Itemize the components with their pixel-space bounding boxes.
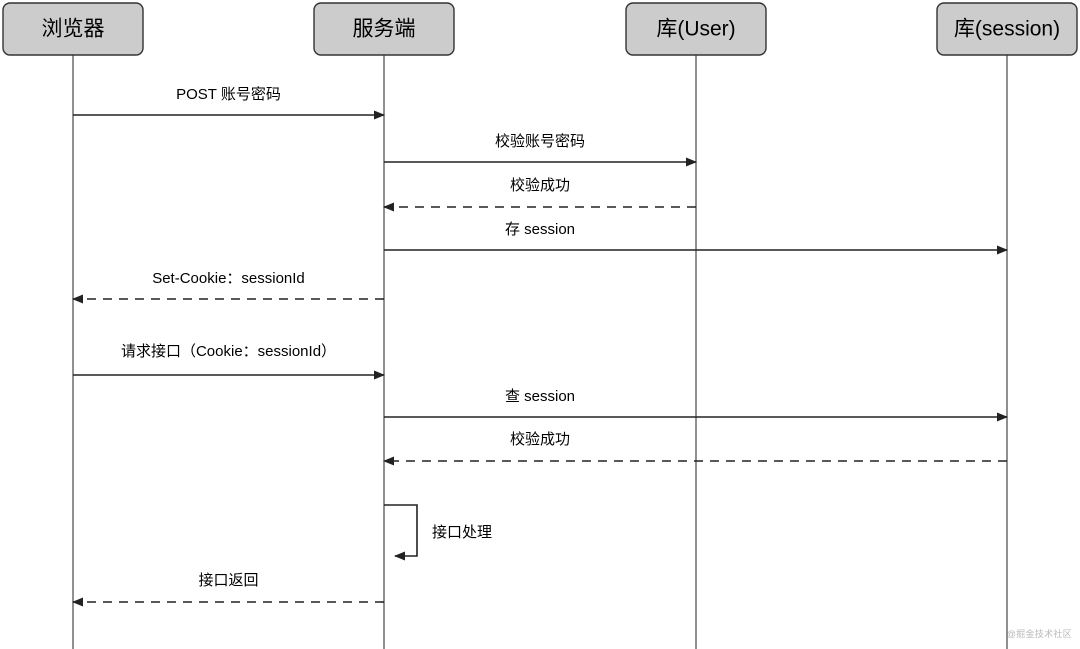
message-label-8: 校验成功: [510, 431, 570, 448]
message-4[interactable]: 存 session: [384, 221, 1008, 255]
participant-box-db_user: [625, 2, 767, 56]
message-3[interactable]: 校验成功: [383, 177, 696, 212]
self-messages-group: 接口处理: [384, 504, 492, 561]
message-2[interactable]: 校验账号密码: [384, 133, 697, 167]
participant-label-browser: 浏览器: [42, 18, 105, 41]
message-label-2: 校验账号密码: [495, 133, 585, 150]
message-8[interactable]: 校验成功: [383, 431, 1007, 466]
message-9[interactable]: 接口返回: [72, 572, 384, 607]
lifelines-group: [72, 55, 1008, 649]
participant-server[interactable]: 服务端: [313, 2, 455, 56]
message-5[interactable]: Set-Cookie：sessionId: [72, 270, 384, 304]
message-label-1: POST 账号密码: [176, 86, 281, 103]
message-6[interactable]: 请求接口（Cookie：sessionId）: [73, 343, 385, 380]
participant-label-db_user: 库(User): [656, 18, 735, 41]
message-label-6: 请求接口（Cookie：sessionId）: [121, 343, 336, 360]
participant-box-db_session: [936, 2, 1078, 56]
message-label-3: 校验成功: [510, 177, 570, 194]
message-label-7: 查 session: [505, 388, 575, 405]
participant-db_session[interactable]: 库(session): [936, 2, 1078, 56]
participant-db_user[interactable]: 库(User): [625, 2, 767, 56]
message-label-5: Set-Cookie：sessionId: [152, 270, 305, 287]
participant-box-browser: [2, 2, 144, 56]
self-message-loop-10: [384, 504, 418, 561]
participants-group: 浏览器 服务端 库(User) 库(session): [2, 2, 1078, 56]
message-label-9: 接口返回: [198, 572, 258, 589]
message-label-4: 存 session: [505, 221, 575, 238]
participant-label-server: 服务端: [353, 18, 416, 41]
participant-browser[interactable]: 浏览器: [2, 2, 144, 56]
message-1[interactable]: POST 账号密码: [73, 86, 385, 120]
self-message-10[interactable]: 接口处理: [384, 504, 492, 561]
participant-label-db_session: 库(session): [954, 18, 1060, 41]
self-message-label-10: 接口处理: [432, 524, 492, 541]
participant-box-server: [313, 2, 455, 56]
message-7[interactable]: 查 session: [384, 388, 1008, 422]
watermark: @掘金技术社区: [1006, 629, 1072, 639]
